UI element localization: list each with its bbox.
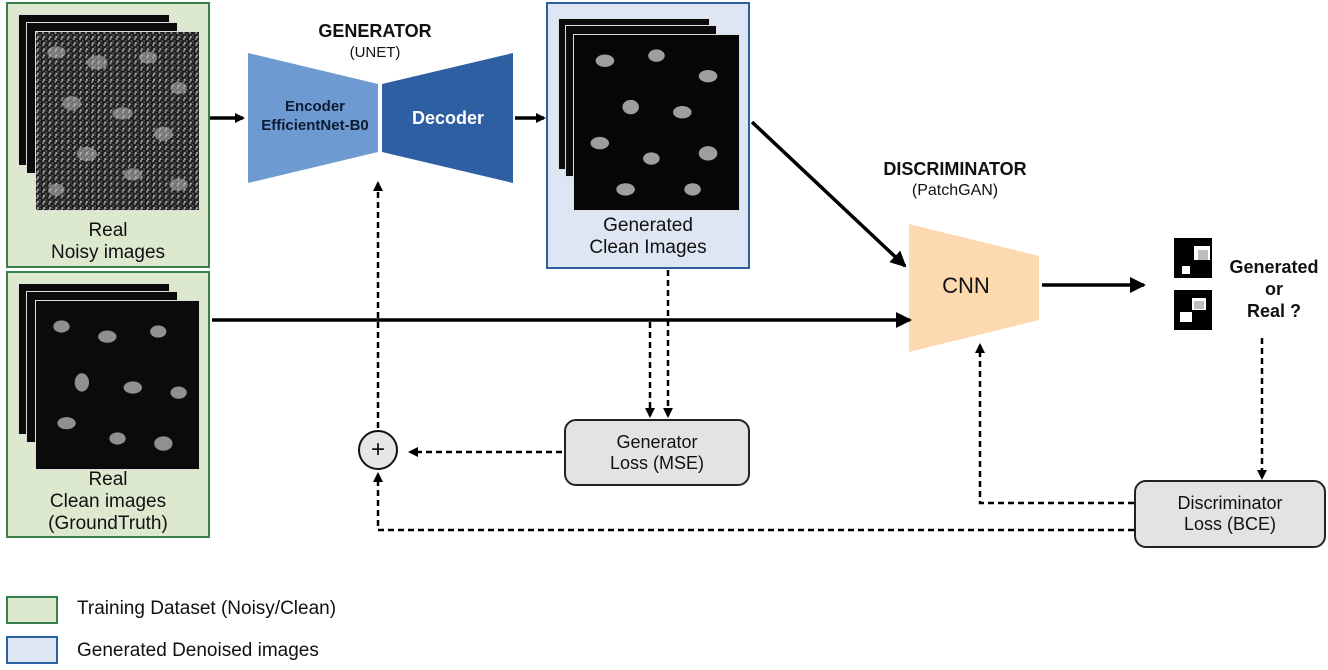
clean-image-front	[35, 300, 200, 470]
encoder-label: Encoder EfficientNet-B0	[261, 98, 369, 134]
generated-panel-label: Generated Clean Images	[589, 215, 707, 258]
dashed-discloss-to-sum	[373, 472, 1134, 532]
real-noisy-images-panel: Real Noisy images	[6, 2, 210, 268]
cnn-block	[909, 224, 1039, 352]
discriminator-title: DISCRIMINATOR (PatchGAN)	[883, 159, 1027, 199]
real-clean-images-panel: Real Clean images (GroundTruth)	[6, 271, 210, 538]
noisy-image-front	[35, 31, 200, 211]
legend-swatch-training	[6, 596, 58, 624]
clean-panel-label: Real Clean images (GroundTruth)	[48, 469, 168, 534]
encoder-block	[248, 53, 378, 183]
unet-shape	[248, 53, 513, 183]
generated-clean-images-panel: Generated Clean Images	[546, 2, 750, 269]
legend-label-training: Training Dataset (Noisy/Clean)	[77, 598, 337, 619]
generator-loss-box: Generator Loss (MSE)	[564, 419, 750, 486]
generated-image-front	[573, 34, 740, 211]
decoder-label: Decoder	[411, 108, 485, 128]
legend-swatch-generated	[6, 636, 58, 664]
cnn-label: CNN	[942, 273, 990, 298]
generated-or-real-label: Generated or Real ?	[1229, 257, 1319, 321]
discriminator-loss-box: Discriminator Loss (BCE)	[1134, 480, 1326, 548]
generator-title: GENERATOR (UNET)	[318, 21, 432, 61]
patch-output-generated	[1174, 238, 1212, 278]
legend-label-generated: Generated Denoised images	[77, 640, 319, 661]
arrow-generated-to-cnn	[750, 120, 907, 268]
sum-node: +	[358, 430, 398, 470]
cnn-shape	[909, 224, 1039, 352]
noisy-panel-label: Real Noisy images	[50, 220, 166, 263]
patch-output-real	[1174, 290, 1212, 330]
decoder-block	[382, 53, 513, 183]
dashed-discloss-to-cnn	[975, 343, 1134, 505]
patch-output-icons	[1174, 238, 1212, 330]
